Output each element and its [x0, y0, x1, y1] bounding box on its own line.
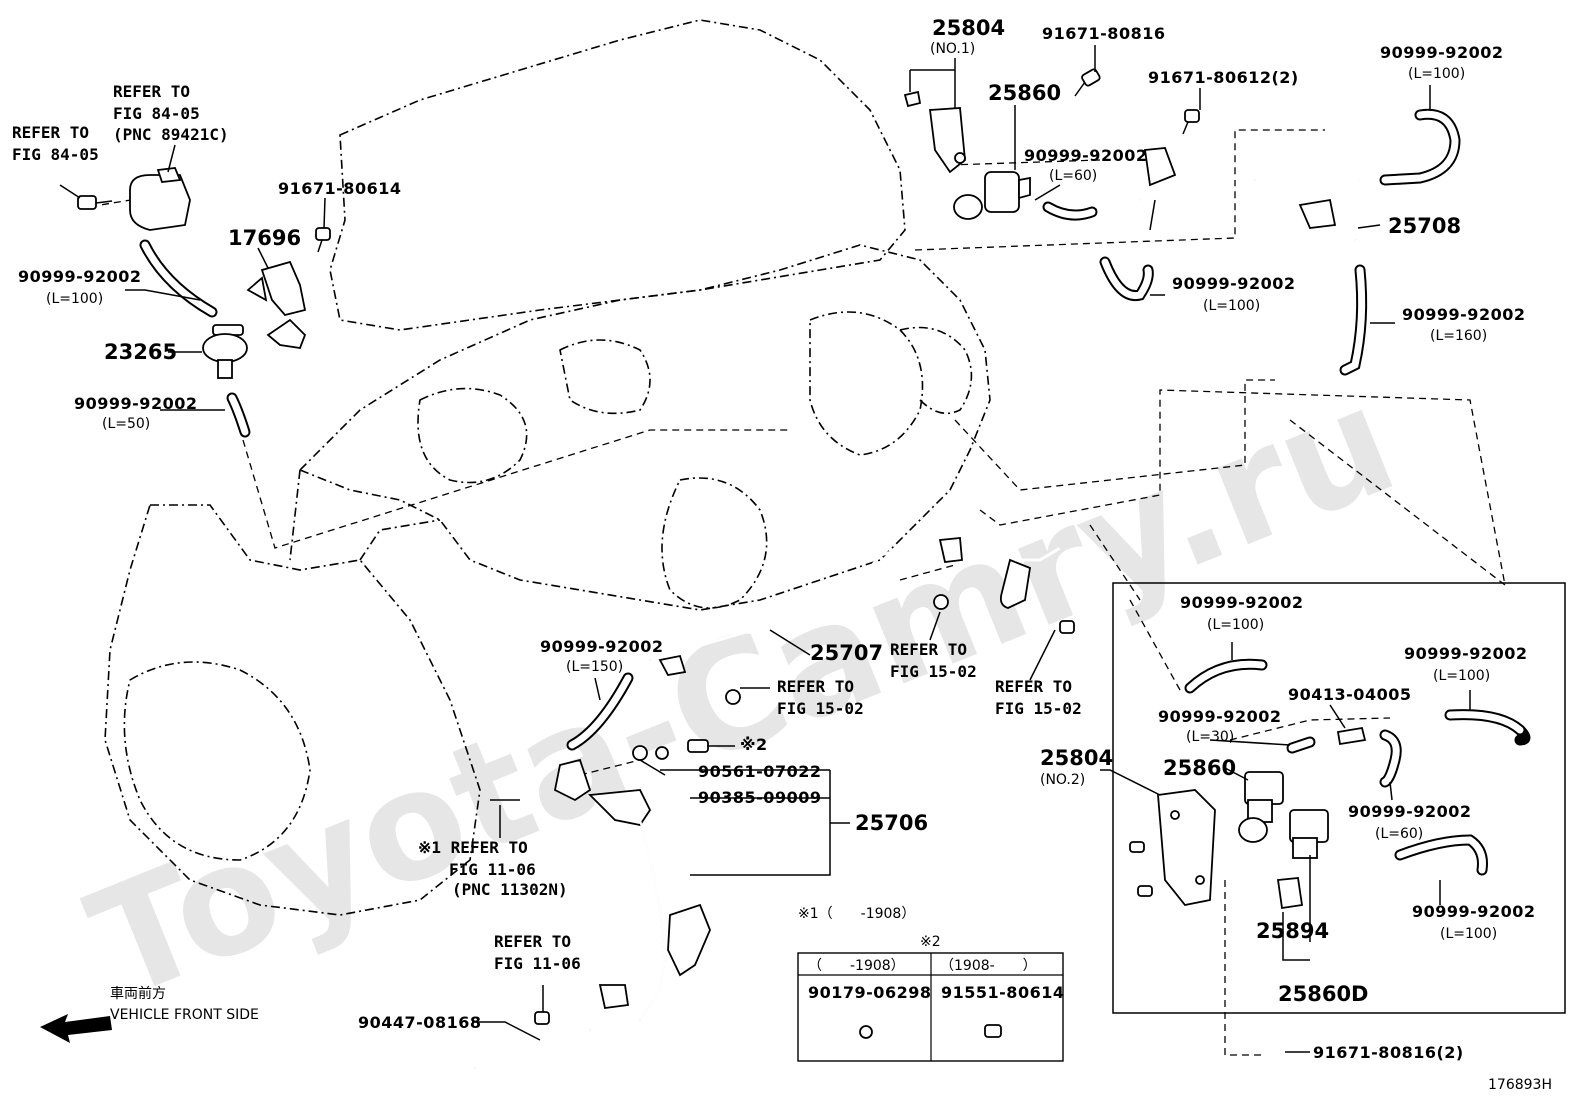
label-91671-80614[interactable]: 91671-80614 — [278, 179, 401, 198]
ref-line: FIG 15-02 — [777, 699, 864, 718]
bracket-25804-no1[interactable] — [903, 90, 966, 174]
hoses-top[interactable] — [1042, 108, 1461, 376]
label-sub: (L=100) — [1433, 668, 1490, 684]
label-90999-left[interactable]: 90999-92002 — [18, 267, 141, 286]
label-box-90999-l30[interactable]: 90999-92002 — [1158, 707, 1281, 726]
variant-table — [797, 952, 1064, 1062]
part-labels: 25804 (NO.1) 91671-80816 25860 91671-806… — [12, 16, 1552, 1093]
label-box-90999-l60[interactable]: 90999-92002 — [1348, 802, 1471, 821]
label-90561-07022[interactable]: 90561-07022 — [698, 762, 821, 781]
engine-outline — [104, 19, 991, 916]
nuts-15-02[interactable] — [725, 594, 1075, 705]
note-2: ※2 — [920, 934, 941, 950]
label-91671-80612[interactable]: 91671-80612(2) — [1148, 68, 1299, 87]
label-box-90413-04005[interactable]: 90413-04005 — [1288, 685, 1411, 704]
bolt-84-05[interactable] — [77, 195, 113, 210]
table-val-left[interactable]: 90179-06298 — [808, 983, 931, 1002]
ref-15-02b-line1[interactable]: REFER TO — [777, 677, 854, 696]
figure-id: 176893H — [1488, 1077, 1552, 1093]
vsv-25860-top[interactable] — [953, 171, 1031, 220]
label-sub: (L=50) — [102, 416, 150, 432]
label-90999-l60-top[interactable]: 90999-92002 — [1024, 146, 1147, 165]
ref-11-06b-line1[interactable]: REFER TO — [494, 932, 571, 951]
hose-l150[interactable] — [566, 672, 634, 751]
ref-15-02c-line1[interactable]: REFER TO — [995, 677, 1072, 696]
label-sub: (L=60) — [1049, 168, 1097, 184]
table-head-left: （ -1908） — [808, 958, 905, 974]
label-sub: (L=160) — [1430, 328, 1487, 344]
table-head-right: （1908- ） — [940, 958, 1037, 974]
note-1: ※1（ -1908） — [798, 906, 915, 922]
filter-23265[interactable] — [202, 324, 248, 379]
label-box-25860[interactable]: 25860 — [1163, 756, 1236, 780]
label-91671-80816-2[interactable]: 91671-80816(2) — [1313, 1043, 1464, 1062]
stud-90447-08168[interactable] — [474, 1011, 591, 1070]
hose-l50[interactable] — [226, 392, 251, 438]
label-sub: (L=150) — [566, 659, 623, 675]
ref-line: FIG 15-02 — [890, 662, 977, 681]
ref-line: (PNC 11302N) — [452, 880, 568, 899]
label-sub: (L=60) — [1375, 826, 1423, 842]
ref-line: FIG 84-05 — [12, 145, 99, 164]
pipe-25707[interactable] — [649, 537, 1061, 676]
direction-en: VEHICLE FRONT SIDE — [110, 1007, 259, 1023]
label-90447-08168[interactable]: 90447-08168 — [358, 1013, 481, 1032]
pipe-25708[interactable] — [1139, 147, 1361, 241]
ref-line: (PNC 89421C) — [113, 125, 229, 144]
ref-line: FIG 15-02 — [995, 699, 1082, 718]
label-sub: (L=100) — [46, 291, 103, 307]
table-val-right[interactable]: 91551-80614 — [941, 983, 1064, 1002]
ref-line: FIG 11-06 — [494, 954, 581, 973]
ref-line: FIG 11-06 — [449, 860, 536, 879]
label-25707[interactable]: 25707 — [810, 641, 883, 665]
label-sub: (L=100) — [1203, 298, 1260, 314]
label-23265[interactable]: 23265 — [104, 340, 177, 364]
label-90999-l150[interactable]: 90999-92002 — [540, 637, 663, 656]
label-mark2: ※2 — [740, 735, 768, 754]
bracket-17696[interactable] — [246, 260, 307, 349]
label-box-90999-l100a[interactable]: 90999-92002 — [1180, 593, 1303, 612]
detail-box-parts[interactable] — [1129, 658, 1531, 910]
label-box-90999-l100c[interactable]: 90999-92002 — [1412, 902, 1535, 921]
hose-left-l100[interactable] — [139, 239, 218, 318]
label-25804-no1[interactable]: 25804 — [932, 16, 1005, 40]
pressure-sensor-89421c[interactable] — [129, 167, 191, 231]
ref-15-02a-line1[interactable]: REFER TO — [890, 640, 967, 659]
leader-lines — [59, 45, 1471, 1053]
label-91671-80816[interactable]: 91671-80816 — [1042, 24, 1165, 43]
label-90999-l50[interactable]: 90999-92002 — [74, 394, 197, 413]
ref-84-05b-line1[interactable]: REFER TO — [12, 123, 89, 142]
label-90999-l160[interactable]: 90999-92002 — [1402, 305, 1525, 324]
bolt-91671-80816[interactable] — [1074, 68, 1101, 97]
label-sub: (L=100) — [1408, 66, 1465, 82]
label-25706[interactable]: 25706 — [855, 811, 928, 835]
label-sub: (L=100) — [1440, 926, 1497, 942]
label-sub: (NO.2) — [1040, 772, 1085, 788]
label-sub: (NO.1) — [930, 41, 975, 57]
front-arrow-icon — [40, 1014, 112, 1043]
label-sub: (L=30) — [1186, 729, 1234, 745]
ref-line: FIG 84-05 — [113, 104, 200, 123]
bolt-91671-80612[interactable] — [1182, 109, 1200, 135]
label-25860[interactable]: 25860 — [988, 81, 1061, 105]
watermark: Toyota-Camry.ru — [68, 353, 1417, 1033]
label-box-25894[interactable]: 25894 — [1256, 919, 1329, 943]
bolt-91671-80614[interactable] — [315, 227, 331, 253]
label-90999-l100-mid[interactable]: 90999-92002 — [1172, 274, 1295, 293]
label-25804-no2[interactable]: 25804 — [1040, 746, 1113, 770]
direction-jp: 車両前方 — [110, 985, 166, 1002]
detail-box — [1112, 582, 1566, 1014]
label-box-25860d[interactable]: 25860D — [1278, 982, 1369, 1006]
bracket-25706[interactable] — [490, 739, 735, 1021]
label-sub: (L=100) — [1207, 617, 1264, 633]
label-box-90999-l100b[interactable]: 90999-92002 — [1404, 644, 1527, 663]
label-90999-top-right[interactable]: 90999-92002 — [1380, 43, 1503, 62]
label-90385-09009[interactable]: 90385-09009 — [698, 788, 821, 807]
ref-11-06a-line1[interactable]: ※1 REFER TO — [418, 838, 528, 857]
label-17696[interactable]: 17696 — [228, 226, 301, 250]
ref-84-05a-line1[interactable]: REFER TO — [113, 82, 190, 101]
label-25708[interactable]: 25708 — [1388, 214, 1461, 238]
